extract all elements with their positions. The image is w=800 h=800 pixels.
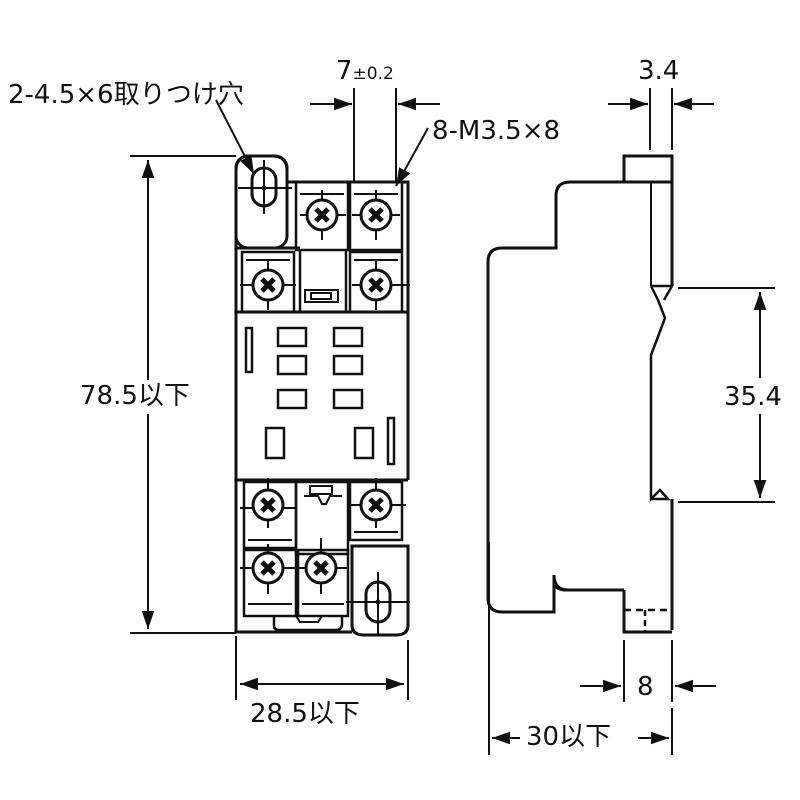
mounting-hole-label: 2-4.5×6取りつけ穴 xyxy=(8,80,244,110)
width-dimension-label: 28.5以下 xyxy=(250,699,360,729)
pitch-value: 7 xyxy=(336,56,353,86)
rail-hook-width-label: 3.4 xyxy=(638,56,680,86)
height-dimension-label: 78.5以下 xyxy=(80,381,190,411)
side-view xyxy=(486,154,675,634)
front-dimensions xyxy=(130,88,440,700)
pitch-label: 7±0.2 xyxy=(336,58,394,84)
screw-icons xyxy=(253,200,391,583)
foot-width-label: 8 xyxy=(637,672,654,702)
pitch-tolerance: ±0.2 xyxy=(352,64,394,84)
rail-width-label: 35.4 xyxy=(724,382,782,412)
depth-dimension-label: 30以下 xyxy=(526,722,612,752)
side-dimensions xyxy=(488,88,775,755)
screw-spec-label: 8-M3.5×8 xyxy=(432,116,561,146)
